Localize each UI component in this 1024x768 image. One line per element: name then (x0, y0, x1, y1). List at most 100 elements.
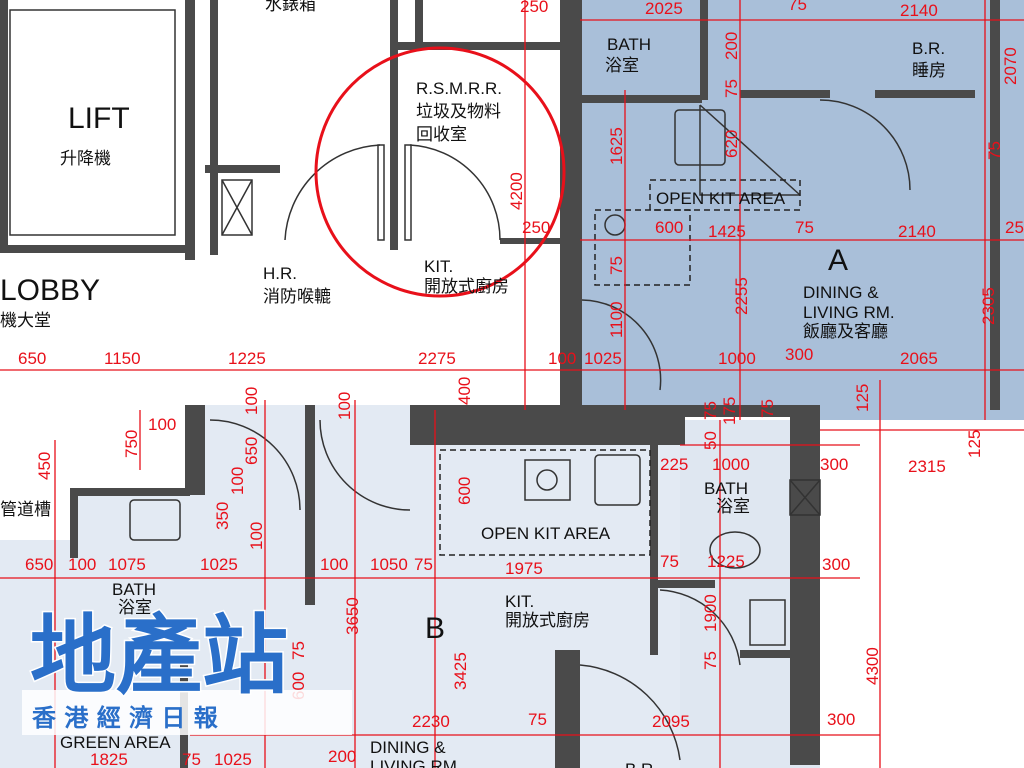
dim-label: 300 (785, 345, 813, 364)
dim-label: 100 (247, 522, 266, 550)
kit-b-cn-label: 開放式廚房 (505, 610, 590, 631)
dim-label: 200 (722, 32, 741, 60)
dim-label: 600 (455, 477, 474, 505)
dim-label: 1025 (200, 555, 238, 574)
dim-label: 600 (655, 218, 683, 237)
lobby-cn-label: 機大堂 (0, 311, 51, 331)
dim-label: 100 (242, 387, 261, 415)
dim-label: 1000 (718, 349, 756, 368)
hr-label: H.R. (263, 264, 297, 283)
kit-b-label: KIT. (505, 592, 534, 611)
dim-label: 2140 (900, 1, 938, 20)
dim-label: 75 (758, 399, 777, 418)
dim-label: 75 (289, 641, 308, 660)
dim-label: 75 (795, 218, 814, 237)
dim-label: 100 (228, 467, 247, 495)
lobby-label: LOBBY (0, 274, 100, 307)
dim-label: 2255 (732, 277, 751, 315)
logo-subtitle-text: 香 港 經 濟 日 報 (32, 704, 219, 732)
dim-label: 75 (701, 651, 720, 670)
bath-mid-label: BATH (704, 479, 748, 498)
logo-brand-text: 地產站 (30, 606, 288, 706)
kit-top-label: KIT. (424, 257, 453, 276)
dining-a-label-1: DINING & (803, 283, 879, 302)
walls (0, 0, 1000, 768)
dim-label: 300 (820, 455, 848, 474)
dim-label: 250 (522, 218, 550, 237)
dim-label: 1025 (584, 349, 622, 368)
dim-label: 1225 (707, 552, 745, 571)
unit-b-bath-area (680, 420, 820, 768)
dim-label: 125 (965, 430, 984, 458)
dim-label: 75 (607, 256, 626, 275)
brand-logo: 地產站 香 港 經 濟 日 報 (22, 605, 352, 735)
dim-label: 50 (701, 431, 720, 450)
dim-label: 225 (660, 455, 688, 474)
unit-b-label: B (425, 612, 445, 645)
hob-b (524, 459, 571, 501)
dim-label: 75 (528, 710, 547, 729)
dim-label: 1900 (701, 594, 720, 632)
dim-label: 75 (414, 555, 433, 574)
dim-label: 1050 (370, 555, 408, 574)
dining-a-cn-label: 飯廳及客廳 (803, 322, 888, 342)
dim-label: 200 (328, 747, 356, 766)
dim-label: 1100 (607, 301, 626, 338)
dim-label: 1225 (228, 349, 266, 368)
rsmrr-label: R.S.M.R.R. (416, 79, 502, 98)
lift-car (9, 9, 176, 236)
rsmrr-cn1-label: 垃圾及物料 (416, 102, 501, 122)
fixtures (9, 9, 911, 761)
dim-label: 75 (182, 750, 201, 768)
bath-left-label: BATH (112, 580, 156, 599)
dim-label: 2070 (1001, 47, 1020, 85)
sink-b (594, 454, 641, 506)
dim-label: 300 (822, 555, 850, 574)
bath-left-cn-label: 浴室 (118, 598, 152, 618)
lift-label: LIFT (68, 102, 130, 135)
dim-label: 25 (1005, 218, 1024, 237)
dining-a-label-2: LIVING RM. (803, 303, 895, 322)
dim-label: 1625 (607, 127, 626, 165)
bath-top-label: BATH (607, 35, 651, 54)
dim-label: 300 (827, 710, 855, 729)
toilet-b (709, 531, 761, 569)
dim-label: 100 (68, 555, 96, 574)
dim-label: 75 (788, 0, 807, 14)
sink-a (674, 109, 726, 166)
dim-label: 1975 (505, 559, 543, 578)
dim-label: 2275 (418, 349, 456, 368)
dim-label: 2305 (979, 287, 998, 325)
dim-label: 1150 (104, 349, 141, 368)
dim-label: 100 (148, 415, 176, 434)
dim-label: 4300 (863, 647, 882, 685)
dining-b-label-1: DINING & (370, 738, 446, 757)
dim-label: 1025 (214, 750, 252, 768)
dim-label: 2140 (898, 222, 936, 241)
dim-label: 2230 (412, 712, 450, 731)
dim-label: 650 (242, 437, 261, 465)
dim-label: 1000 (712, 455, 750, 474)
br-bottom-label: B.R. (625, 760, 658, 768)
dim-label: 175 (720, 397, 739, 425)
dim-label: 400 (455, 377, 474, 405)
dim-label: 75 (722, 79, 741, 98)
bath-mid-cn-label: 浴室 (716, 497, 750, 517)
kit-top-cn-label: 開放式廚房 (424, 276, 509, 297)
dim-label: 750 (122, 430, 141, 458)
meter-box-label: 水錶箱 (265, 0, 316, 15)
room-labels: 水錶箱 LIFT 升降機 R.S.M.R.R. 垃圾及物料 回收室 H.R. 消… (0, 0, 946, 768)
dim-label: 2095 (652, 712, 690, 731)
dim-label: 2025 (645, 0, 683, 18)
hr-cn-label: 消防喉轆 (263, 287, 331, 307)
highlight-circle (314, 46, 566, 298)
dim-label: 350 (213, 502, 232, 530)
dim-label: 4200 (507, 172, 526, 210)
bath-top-cn-label: 浴室 (605, 56, 639, 76)
dim-label: 75 (985, 141, 1004, 160)
dim-label: 2065 (900, 349, 938, 368)
dim-label: 2315 (908, 457, 946, 476)
dim-label: 125 (853, 384, 872, 412)
unit-a-label: A (828, 244, 848, 277)
